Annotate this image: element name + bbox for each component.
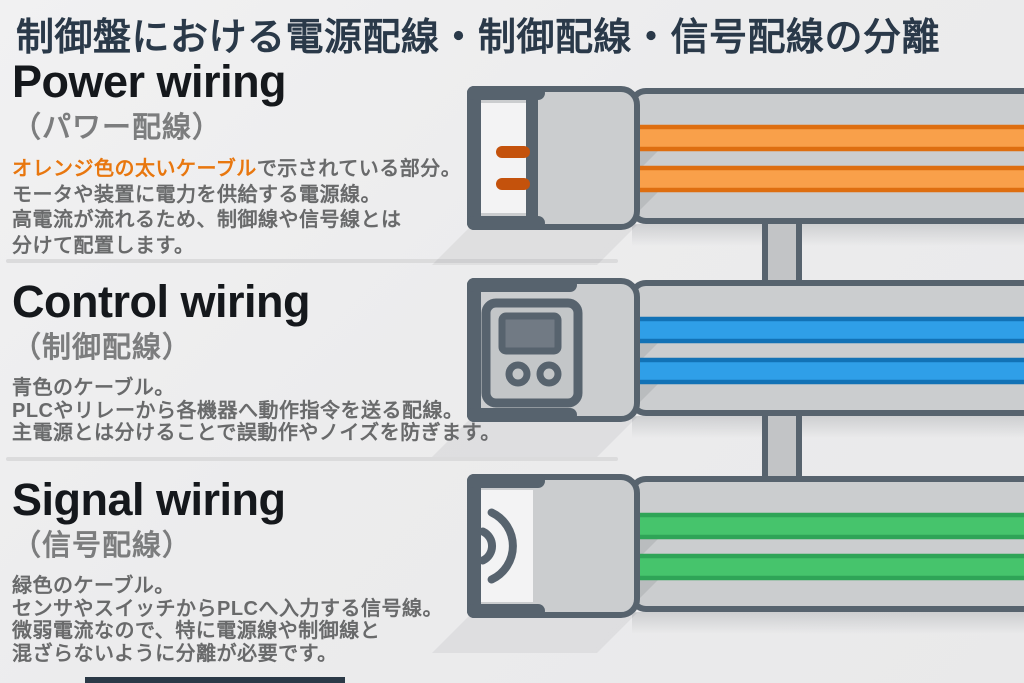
control-duct-endcap (467, 278, 640, 422)
control-subheading: （制御配線） (12, 332, 193, 364)
section-power-wiring: Power wiring （パワー配線） オレンジ色の太いケーブルで示されている… (12, 56, 461, 259)
signal-duct-endcap (467, 474, 640, 618)
page-title: 制御盤における電源配線・制御配線・信号配線の分離 (16, 17, 941, 59)
plc-device-icon (481, 298, 583, 408)
signal-duct (467, 474, 1024, 618)
power-cables (631, 124, 1024, 193)
signal-subheading: （信号配線） (12, 530, 193, 562)
signal-line: 微弱電流なので、特に電源線や制御線と (12, 620, 381, 642)
power-duct (467, 86, 1024, 230)
plc-button (536, 361, 562, 387)
control-heading: Control wiring (12, 276, 310, 327)
control-duct (467, 278, 1024, 422)
signal-line: センサやスイッチからPLCへ入力する信号線。 (12, 597, 443, 620)
power-line: モータや装置に電力を供給する電源線。 (12, 183, 381, 206)
duct-connector (762, 213, 802, 293)
signal-line: 混ざらないように分離が必要です。 (12, 642, 338, 665)
power-line: 高電流が流れるため、制御線や信号線とは (12, 209, 402, 231)
power-subheading: （パワー配線） (12, 112, 223, 144)
signal-cable (631, 512, 1024, 540)
duct-shadows (432, 104, 1024, 653)
control-cable (631, 316, 1024, 344)
power-duct-endcap (467, 86, 640, 230)
power-cable (631, 124, 1024, 152)
plc-screen (498, 312, 562, 355)
signal-description: 緑色のケーブル。 センサやスイッチからPLCへ入力する信号線。 微弱電流なので、… (12, 575, 443, 665)
plc-button (505, 361, 531, 387)
power-cable-stub-icon (496, 146, 530, 190)
duct-connector (762, 405, 802, 485)
control-description: 青色のケーブル。 PLCやリレーから各機器へ動作指令を送る配線。 主電源とは分け… (12, 377, 501, 445)
power-heading: Power wiring (12, 56, 287, 107)
signal-cables (631, 512, 1024, 581)
power-accent-text: オレンジ色の太いケーブル (12, 158, 257, 180)
control-cable (631, 357, 1024, 385)
control-duct-body (629, 280, 1024, 416)
signal-duct-body (629, 476, 1024, 612)
signal-cable (631, 553, 1024, 581)
control-line: PLCやリレーから各機器へ動作指令を送る配線。 (12, 399, 464, 422)
power-duct-body (629, 88, 1024, 224)
control-accent-text: 青色のケーブル。 (12, 377, 175, 399)
power-accent-rest: で示されている部分。 (256, 158, 462, 180)
power-line: 分けて配置します。 (12, 234, 195, 257)
section-divider-line (6, 259, 618, 263)
signal-accent-text: 緑色のケーブル。 (12, 575, 175, 597)
sensor-wave-icon (478, 508, 517, 584)
control-line: 主電源とは分けることで誤動作やノイズを防ぎます。 (12, 422, 501, 444)
section-control-wiring: Control wiring （制御配線） 青色のケーブル。 PLCやリレーから… (12, 276, 501, 445)
footer-bar (85, 677, 345, 683)
power-cable (631, 165, 1024, 193)
section-signal-wiring: Signal wiring （信号配線） 緑色のケーブル。 センサやスイッチから… (12, 474, 443, 665)
power-description: オレンジ色の太いケーブルで示されている部分。 モータや装置に電力を供給する電源線… (12, 157, 461, 259)
section-divider-line (6, 457, 618, 461)
signal-heading: Signal wiring (12, 474, 286, 525)
